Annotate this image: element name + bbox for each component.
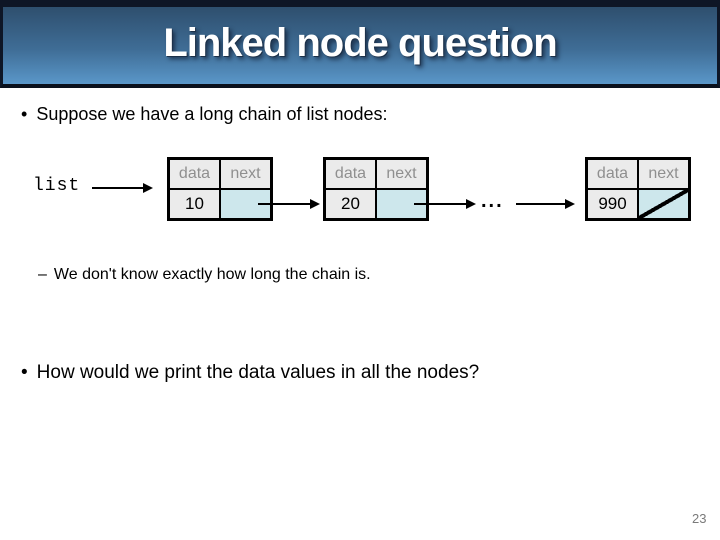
- node-2-to-ellipsis-arrow-icon: [414, 199, 476, 209]
- bullet-dot-icon: •: [21, 104, 28, 124]
- node-2-data-value: 20: [326, 190, 375, 218]
- list-node-last: data next 990: [585, 157, 691, 221]
- node-1-data-header: data: [170, 160, 219, 188]
- bullet-1-text: Suppose we have a long chain of list nod…: [36, 104, 388, 124]
- bullet-item-1: • Suppose we have a long chain of list no…: [21, 104, 388, 125]
- bullet-dot-icon: •: [21, 362, 28, 383]
- node-2-next-header: next: [377, 160, 426, 188]
- list-node-1: data next 10: [167, 157, 273, 221]
- chain-ellipsis: ...: [481, 190, 504, 212]
- node-1-data-value: 10: [170, 190, 219, 218]
- node-last-next-header: next: [639, 160, 688, 188]
- node-last-data-header: data: [588, 160, 637, 188]
- list-pointer-arrow-icon: [92, 183, 153, 193]
- node-2-data-header: data: [326, 160, 375, 188]
- title-banner: Linked node question: [0, 0, 720, 88]
- node-1-to-node-2-arrow-icon: [258, 199, 320, 209]
- node-last-next-null-cell: [639, 190, 688, 218]
- page-number: 23: [692, 511, 707, 526]
- bullet-2-text: How would we print the data values in al…: [36, 362, 480, 383]
- sub-bullet-text: We don't know exactly how long the chain…: [53, 266, 371, 283]
- slide-title: Linked node question: [163, 21, 557, 65]
- node-1-next-header: next: [221, 160, 270, 188]
- list-variable-label: list: [33, 176, 81, 196]
- bullet-item-2: • How would we print the data values in a…: [21, 362, 479, 384]
- node-last-data-value: 990: [588, 190, 637, 218]
- list-node-2: data next 20: [323, 157, 429, 221]
- sub-bullet-item: –We don't know exactly how long the chai…: [38, 266, 371, 284]
- ellipsis-to-last-node-arrow-icon: [516, 199, 575, 209]
- sub-bullet-dash-icon: –: [38, 266, 47, 283]
